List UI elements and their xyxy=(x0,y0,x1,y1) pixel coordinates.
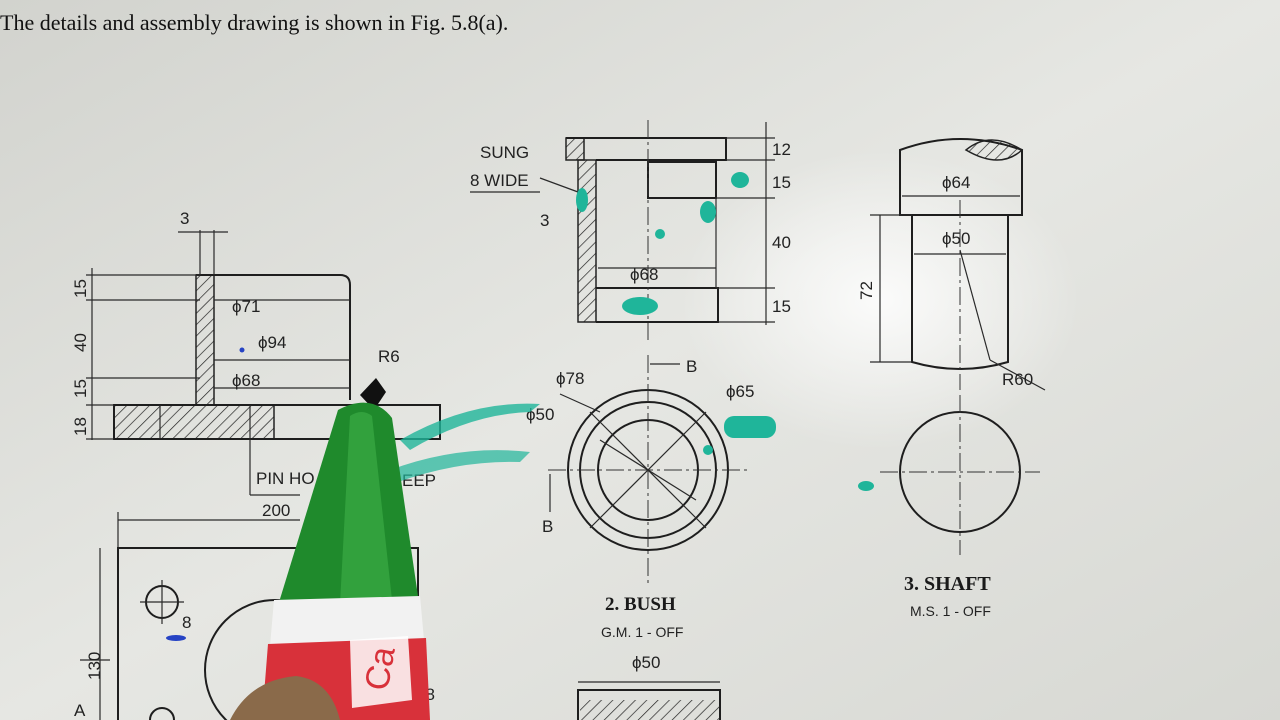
svg-text:200: 200 xyxy=(262,501,290,520)
svg-text:ϕ94: ϕ94 xyxy=(258,333,286,352)
svg-text:R60: R60 xyxy=(1002,370,1033,389)
svg-text:15: 15 xyxy=(772,297,791,316)
svg-text:ϕ64: ϕ64 xyxy=(942,173,970,192)
shaft-title: 3. SHAFT xyxy=(904,573,991,595)
svg-text:ϕ68: ϕ68 xyxy=(630,265,658,284)
svg-text:ϕ50: ϕ50 xyxy=(942,229,970,248)
svg-text:ϕ78: ϕ78 xyxy=(556,369,584,388)
bush-end-view xyxy=(548,355,748,720)
svg-text:3: 3 xyxy=(180,209,189,228)
ink-marks xyxy=(166,172,874,641)
svg-text:40: 40 xyxy=(71,333,90,352)
bush-section-view xyxy=(470,120,775,340)
hand xyxy=(230,676,340,720)
shaft-dimension-labels: ϕ64 ϕ50 72 R60 3. SHAFT M.S. 1 - OFF xyxy=(857,173,1033,619)
svg-text:15: 15 xyxy=(71,279,90,298)
page-heading: The details and assembly drawing is show… xyxy=(0,10,508,35)
svg-text:B: B xyxy=(686,357,697,376)
shaft-material: M.S. 1 - OFF xyxy=(910,603,991,619)
svg-text:72: 72 xyxy=(857,281,876,300)
bush-dimension-labels: SUNG 8 WIDE 12 15 40 15 3 ϕ68 B B ϕ78 ϕ6… xyxy=(470,140,791,672)
svg-text:ϕ50: ϕ50 xyxy=(526,405,554,424)
marker-label: Ca xyxy=(358,644,403,693)
svg-text:ϕ68: ϕ68 xyxy=(232,371,260,390)
svg-text:SUNG: SUNG xyxy=(480,143,529,162)
green-marker: Ca xyxy=(230,378,430,720)
svg-text:ϕ50: ϕ50 xyxy=(632,653,660,672)
svg-text:12: 12 xyxy=(772,140,791,159)
svg-text:B: B xyxy=(542,517,553,536)
svg-text:3: 3 xyxy=(540,211,549,230)
svg-text:15: 15 xyxy=(772,173,791,192)
bush-material: G.M. 1 - OFF xyxy=(601,624,683,640)
part1-section-view xyxy=(80,230,441,720)
svg-text:18: 18 xyxy=(71,417,90,436)
svg-text:ϕ65: ϕ65 xyxy=(726,382,754,401)
part1-dimension-labels: 3 15 40 15 18 ϕ71 ϕ94 ϕ68 R6 PIN HO EEP … xyxy=(71,209,436,720)
svg-text:15: 15 xyxy=(71,379,90,398)
bush-title: 2. BUSH xyxy=(605,594,676,615)
svg-text:130: 130 xyxy=(85,652,104,680)
svg-text:40: 40 xyxy=(772,233,791,252)
svg-text:8 WIDE: 8 WIDE xyxy=(470,171,529,190)
svg-text:ϕ71: ϕ71 xyxy=(232,297,260,316)
svg-text:PIN HO: PIN HO xyxy=(256,469,315,488)
svg-text:R6: R6 xyxy=(378,347,400,366)
svg-text:8: 8 xyxy=(182,613,191,632)
shaft-views xyxy=(870,138,1046,555)
svg-text:A: A xyxy=(74,701,86,720)
